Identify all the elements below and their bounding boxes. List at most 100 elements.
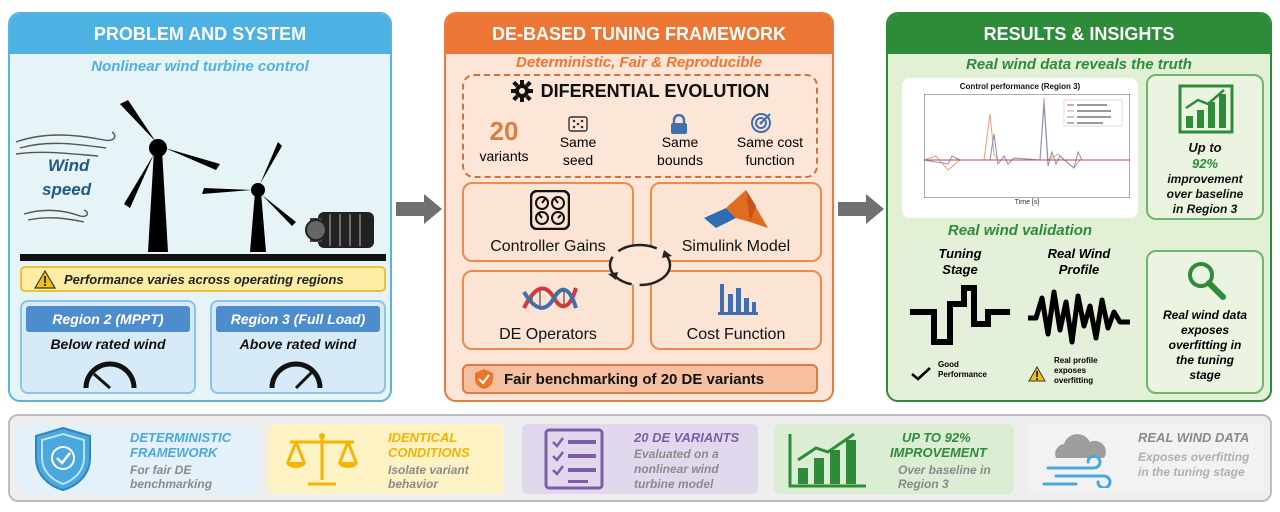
summary-3-desc-1: Evaluated on a	[634, 447, 719, 461]
wind-label-2: speed	[42, 180, 92, 199]
tuning-note-1: Good	[938, 360, 959, 369]
panel3-header: RESULTS & INSIGHTS	[888, 14, 1270, 54]
improvement-text-3: over baseline	[1166, 187, 1244, 201]
results-panel: RESULTS & INSIGHTS Real wind data reveal…	[886, 12, 1272, 402]
gauge-high-icon	[269, 361, 323, 390]
summary-2-title-2: CONDITIONS	[388, 445, 470, 460]
dice-icon	[568, 116, 588, 132]
fair-benchmark-text: Fair benchmarking of 20 DE variants	[504, 370, 765, 388]
panel2-subtitle: Deterministic, Fair & Reproducible	[516, 54, 762, 71]
summary-2-title-1: IDENTICAL	[388, 430, 458, 445]
arrow-right-icon	[838, 194, 884, 224]
profile-title-2: Profile	[1058, 262, 1100, 277]
summary-5-desc-2: in the tuning stage	[1138, 465, 1245, 479]
simulink-model-label: Simulink Model	[681, 238, 791, 255]
control-knobs-icon	[530, 190, 570, 230]
summary-1-desc-1: For fair DE	[130, 463, 192, 477]
bounds-label-2: bounds	[657, 152, 703, 168]
summary-bar: DETERMINISTIC FRAMEWORK For fair DE benc…	[8, 414, 1272, 502]
cost-label-2: function	[745, 152, 795, 168]
insight-card: Real wind data exposes overfitting in th…	[1146, 250, 1264, 394]
gauge-low-icon	[83, 361, 137, 390]
chart-xlabel: Time [s]	[1014, 199, 1040, 206]
region3-title: Region 3 (Full Load)	[216, 306, 380, 332]
gear-icon	[510, 80, 533, 102]
de-box: DIFERENTIAL EVOLUTION 20 variants Same s…	[462, 74, 818, 178]
improvement-card: Up to 92% improvement over baseline in R…	[1146, 74, 1264, 220]
summary-3-desc-3: turbine model	[634, 477, 714, 491]
shield-check-icon	[35, 426, 91, 492]
wind-streaks-icon	[15, 131, 116, 223]
summary-1-title-2: FRAMEWORK	[130, 445, 218, 460]
de-operators-card: DE Operators	[462, 270, 634, 350]
lock-icon	[671, 114, 687, 134]
improvement-text-4: in Region 3	[1172, 202, 1238, 216]
chart-title: Control performance (Region 3)	[959, 82, 1081, 91]
panel3-subtitle: Real wind data reveals the truth	[966, 56, 1192, 73]
cost-function-label: Cost Function	[686, 326, 786, 343]
de-framework-panel: DE-BASED TUNING FRAMEWORK Deterministic,…	[444, 12, 834, 402]
wind-turbines-icon	[120, 100, 374, 252]
summary-4-title-1: UP TO 92%	[902, 430, 971, 445]
summary-deterministic: DETERMINISTIC FRAMEWORK For fair DE benc…	[18, 424, 258, 494]
cycle-arrows-icon	[608, 243, 672, 287]
summary-1-title-1: DETERMINISTIC	[130, 430, 232, 445]
arrow-right-icon	[396, 194, 442, 224]
seed-label-1: Same	[559, 134, 597, 150]
profile-note-2: exposes	[1054, 366, 1087, 375]
profile-note-1: Real profile	[1054, 356, 1098, 365]
insight-text-2: exposes	[1180, 323, 1230, 337]
validation-title: Real wind validation	[947, 222, 1093, 239]
matlab-logo-icon	[704, 190, 768, 228]
variants-label: variants	[479, 148, 529, 164]
problem-system-panel: PROBLEM AND SYSTEM Nonlinear wind turbin…	[8, 12, 392, 402]
bounds-label-1: Same	[661, 134, 699, 150]
seed-label-2: seed	[562, 152, 594, 168]
insight-text-4: the tuning	[1176, 353, 1234, 367]
region3-card: Region 3 (Full Load) Above rated wind	[210, 300, 386, 394]
tuning-stage-card: Tuning Stage Good Performance	[902, 242, 1018, 394]
summary-improvement: UP TO 92% IMPROVEMENT Over baseline in R…	[774, 424, 1014, 494]
dna-icon	[522, 286, 578, 310]
step-signal-icon	[910, 285, 1010, 345]
insight-text-3: overfitting in	[1168, 338, 1242, 352]
improvement-text-1: Up to	[1188, 140, 1222, 155]
region2-title: Region 2 (MPPT)	[26, 306, 190, 332]
summary-2-desc-1: Isolate variant	[388, 463, 469, 477]
de-title: DIFERENTIAL EVOLUTION	[540, 80, 770, 101]
controller-gains-label: Controller Gains	[490, 238, 606, 255]
fair-benchmark-banner: Fair benchmarking of 20 DE variants	[462, 364, 818, 394]
controller-gains-card: Controller Gains	[462, 182, 634, 262]
tuning-note-2: Performance	[938, 370, 987, 379]
growth-chart-icon	[788, 432, 866, 488]
warning-icon	[34, 269, 56, 289]
cost-label-1: Same cost	[736, 134, 804, 150]
region2-card: Region 2 (MPPT) Below rated wind	[20, 300, 196, 394]
summary-3-desc-2: nonlinear wind	[634, 462, 719, 476]
panel1-header: PROBLEM AND SYSTEM	[10, 14, 390, 54]
summary-4-desc-2: Region 3	[898, 477, 949, 491]
summary-4-title-2: IMPROVEMENT	[890, 445, 987, 460]
balance-scale-icon	[286, 433, 358, 486]
magnifier-icon	[1188, 262, 1226, 300]
summary-real-wind: REAL WIND DATA Exposes overfitting in th…	[1028, 424, 1264, 494]
improvement-pct: 92%	[1191, 156, 1219, 171]
summary-3-title-1: 20 DE VARIANTS	[634, 430, 740, 445]
warning-icon	[1028, 366, 1046, 382]
summary-identical: IDENTICAL CONDITIONS Isolate variant beh…	[268, 424, 504, 494]
summary-variants: 20 DE VARIANTS Evaluated on a nonlinear …	[522, 424, 758, 494]
panel1-subtitle: Nonlinear wind turbine control	[91, 58, 309, 75]
noisy-signal-icon	[1028, 289, 1130, 345]
panel2-header: DE-BASED TUNING FRAMEWORK	[446, 14, 832, 54]
insight-text-5: stage	[1189, 368, 1221, 382]
variants-number: 20	[489, 116, 519, 146]
cloud-wind-icon	[1042, 434, 1112, 488]
profile-note-3: overfitting	[1054, 376, 1094, 385]
ground-line	[20, 254, 386, 261]
checklist-icon	[544, 428, 604, 490]
wind-profile-card: Real Wind Profile Real profile exposes o…	[1020, 242, 1138, 394]
profile-title-1: Real Wind	[1047, 246, 1111, 261]
summary-5-title-1: REAL WIND DATA	[1138, 430, 1250, 445]
chart-plot	[924, 94, 1130, 198]
summary-4-desc-1: Over baseline in	[898, 463, 991, 477]
